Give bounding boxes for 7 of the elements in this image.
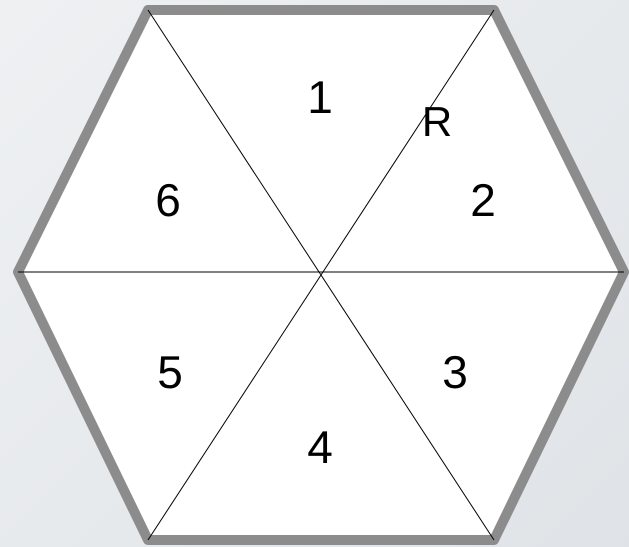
sector-number: 6 bbox=[155, 177, 181, 223]
sector-number: 3 bbox=[442, 349, 468, 395]
sector-number: 5 bbox=[157, 349, 183, 395]
sector-number: 4 bbox=[307, 424, 333, 470]
sector-number: 2 bbox=[470, 177, 496, 223]
sector-number: 1 bbox=[307, 74, 333, 120]
letter-label: R bbox=[422, 101, 452, 143]
